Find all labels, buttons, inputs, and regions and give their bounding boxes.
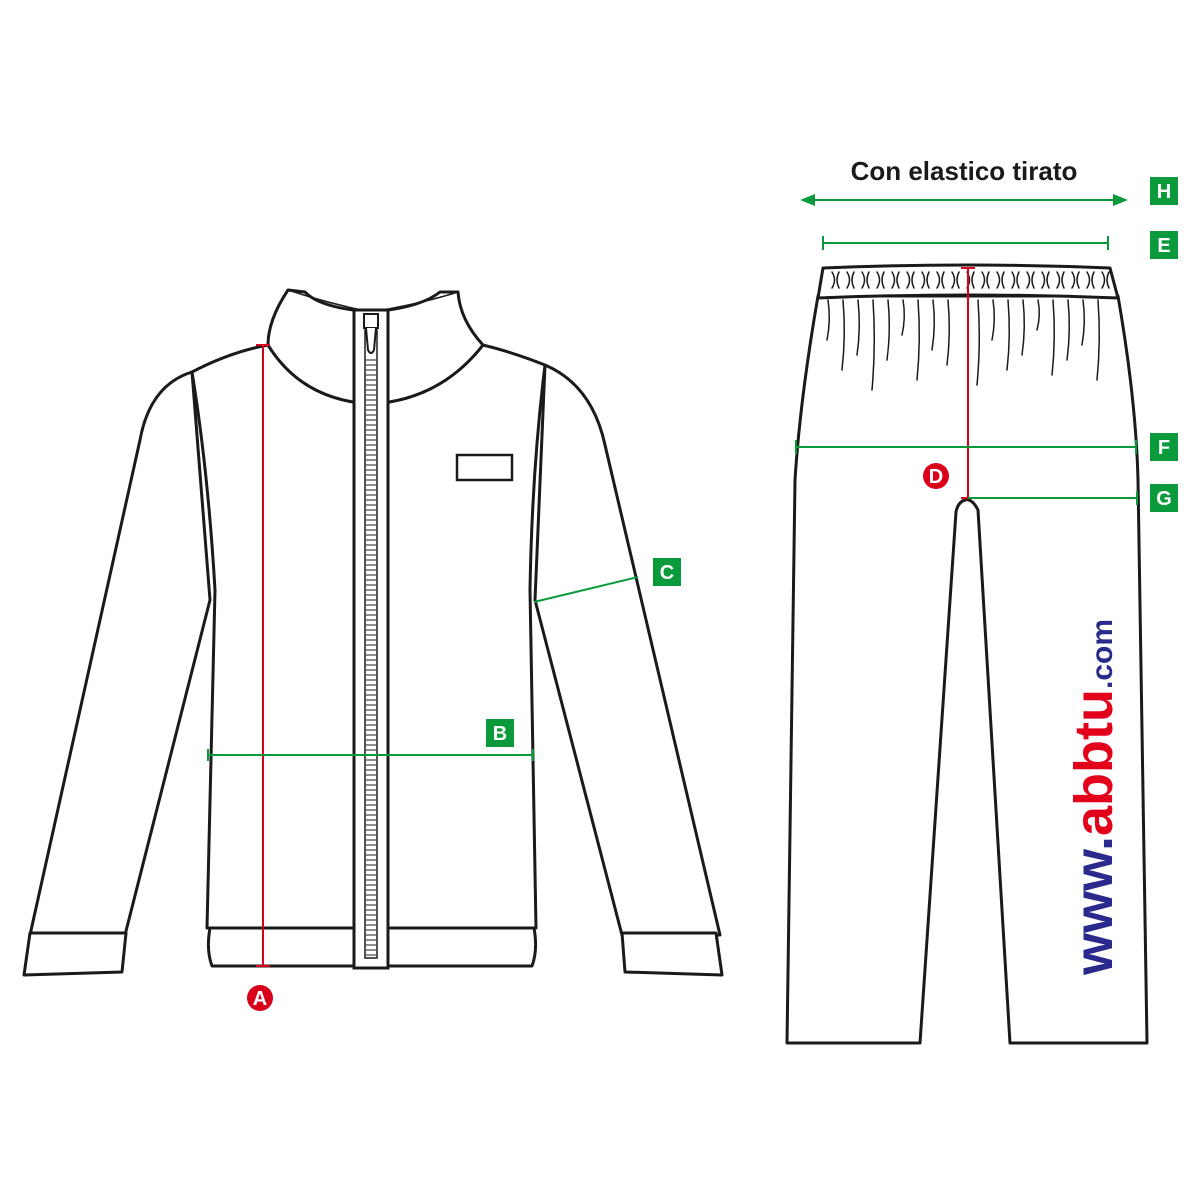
waist-pleat [916, 299, 921, 381]
pants-title: Con elastico tirato [851, 156, 1078, 186]
jacket-chest-patch [455, 453, 514, 482]
measure-a-badge [247, 985, 273, 1011]
waistband-pleat [906, 271, 915, 289]
waist-pleat [901, 299, 906, 336]
waist-pleat [1036, 299, 1041, 331]
measure-a: A [247, 344, 273, 1011]
waistband-pleat [996, 271, 1005, 289]
waistband-pleat [951, 271, 960, 289]
waist-pleat [1006, 299, 1011, 371]
measure-e-badge [1150, 231, 1178, 259]
jacket-right-cuff [620, 931, 724, 977]
pants [785, 263, 1149, 1045]
waistband-pleat [846, 271, 855, 289]
pants-outline [785, 294, 1149, 1045]
logo-brand: abbtu [1064, 689, 1124, 836]
jacket-left-sleeve [28, 370, 212, 937]
waist-pleat [871, 299, 876, 391]
measure-d-badge [923, 463, 949, 489]
waistband-pleat [1071, 271, 1080, 289]
measure-h-label: H [1157, 181, 1171, 203]
jacket-right-sleeve [533, 363, 722, 937]
waist-gathers [826, 299, 1101, 391]
waist-pleat [856, 299, 861, 356]
measure-b-badge [486, 719, 514, 747]
waistband-pleat [936, 271, 945, 289]
measure-g: G [968, 484, 1178, 512]
waistband-pleat [1041, 271, 1050, 289]
measure-c-badge [653, 558, 681, 586]
waist-pleat [976, 299, 981, 386]
waist-pleat [1066, 299, 1071, 361]
waist-pleat [946, 299, 951, 366]
waistband-pleat [891, 271, 900, 289]
waistband-pleat [831, 271, 840, 289]
waistband-pleat [861, 271, 870, 289]
measure-d-label: D [929, 466, 943, 488]
measure-d: D [923, 267, 975, 499]
site-logo: www.abbtu.com [1064, 619, 1124, 976]
measure-f-badge [1150, 433, 1178, 461]
waist-pleat [886, 299, 891, 361]
svg-text:www.abbtu.com: www.abbtu.com [1064, 619, 1124, 976]
waistband-pleat [981, 271, 990, 289]
jacket-left-cuff [22, 931, 128, 977]
waist-pleat [1051, 299, 1056, 376]
measure-f: F [795, 433, 1178, 461]
logo-prefix: www. [1064, 836, 1124, 976]
waist-pleat [1081, 299, 1086, 346]
waist-pleat [1096, 299, 1101, 381]
waistband-pleat [1011, 271, 1020, 289]
measure-f-label: F [1158, 437, 1170, 459]
waistband-gathers [831, 271, 1110, 289]
zipper-teeth-marks [366, 359, 376, 956]
waist-pleat [841, 299, 846, 371]
waist-pleat [991, 299, 996, 341]
waistband-pleat [1056, 271, 1065, 289]
measure-b-label: B [493, 723, 507, 745]
logo-suffix: .com [1086, 619, 1119, 689]
waistband-pleat [1026, 271, 1035, 289]
waist-pleat [826, 299, 831, 341]
waist-pleat [931, 299, 936, 351]
measure-h: H [800, 177, 1178, 206]
jacket [22, 288, 724, 977]
measure-e: E [822, 231, 1178, 259]
measure-h-badge [1150, 177, 1178, 205]
waistband-pleat [1086, 271, 1095, 289]
measure-c: C [533, 558, 681, 603]
measure-g-badge [1150, 484, 1178, 512]
waistband-pleat [1101, 271, 1110, 289]
waistband-pleat [921, 271, 930, 289]
measure-c-label: C [660, 562, 674, 584]
measure-a-label: A [253, 988, 267, 1010]
jacket-zipper-teeth [364, 329, 378, 959]
waistband-pleat [876, 271, 885, 289]
measure-g-label: G [1156, 488, 1172, 510]
measure-e-label: E [1157, 235, 1170, 257]
waist-pleat [1021, 299, 1026, 356]
measure-b: B [207, 719, 534, 761]
zipper-pull-icon [363, 313, 379, 354]
